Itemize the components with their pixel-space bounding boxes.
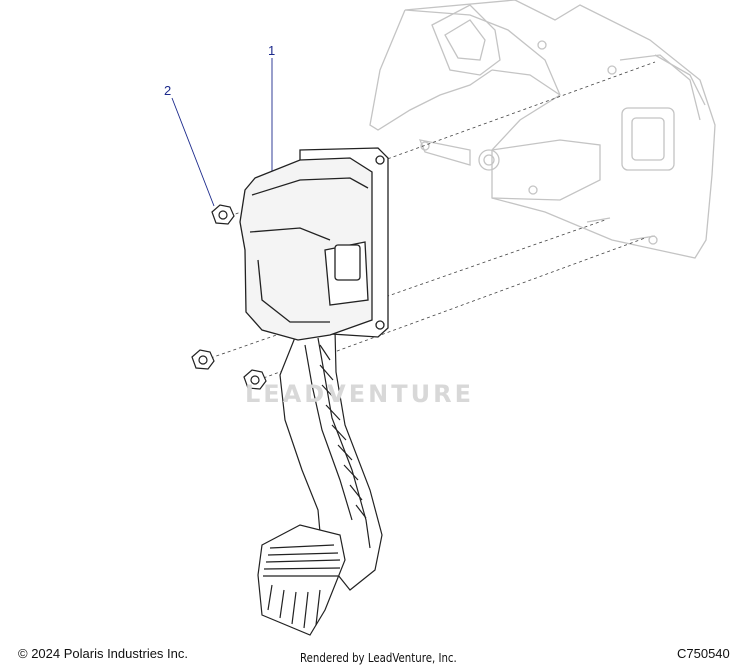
sensor-housing <box>239 157 373 341</box>
nut-lower-left <box>191 349 215 370</box>
callout-number-2: 2 <box>164 83 171 98</box>
callout-leaders <box>171 58 273 207</box>
rendered-by-text: Rendered by LeadVenture, Inc. <box>300 651 457 665</box>
nut-upper <box>211 204 235 225</box>
pedal-pad <box>257 524 346 636</box>
nut-lower-right <box>243 369 267 390</box>
watermark-text: LEADVENTURE <box>245 380 474 408</box>
ghost-mounting-bracket <box>369 0 716 259</box>
callout-number-1: 1 <box>268 43 275 58</box>
copyright-text: © 2024 Polaris Industries Inc. <box>18 646 188 661</box>
diagram-code: C750540 <box>677 646 730 661</box>
pedal-arm <box>279 329 383 591</box>
